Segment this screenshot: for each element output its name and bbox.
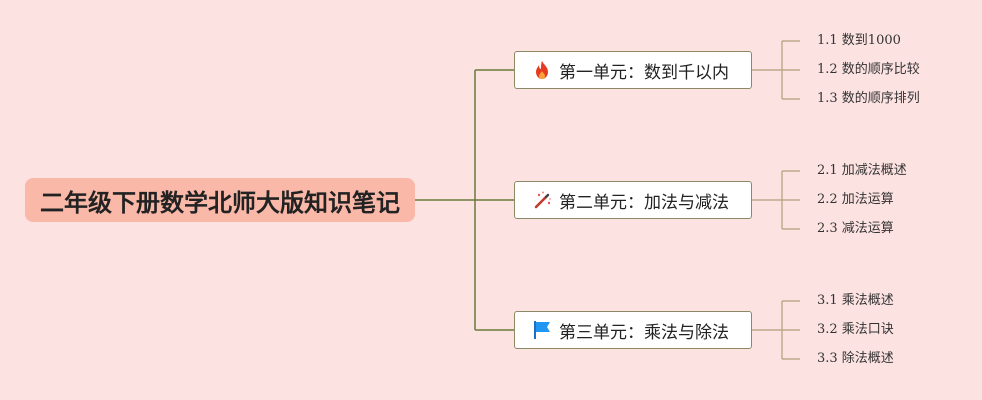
leaf-3-3[interactable]: 3.3 除法概述 [817, 351, 894, 366]
branch-node-3[interactable]: 第三单元：乘法与除法 [514, 311, 752, 349]
leaf-group-3-connector [752, 300, 800, 360]
leaf-2-1[interactable]: 2.1 加减法概述 [817, 163, 907, 178]
branch-node-1[interactable]: 第一单元：数到千以内 [514, 51, 752, 89]
leaf-3-2[interactable]: 3.2 乘法口诀 [817, 322, 894, 337]
branch-node-2[interactable]: 第二单元：加法与减法 [514, 181, 752, 219]
leaf-group-2-connector [752, 170, 800, 230]
root-node[interactable]: 二年级下册数学北师大版知识笔记 [25, 178, 415, 222]
leaf-group-1-connector [752, 40, 800, 100]
magic-wand-icon [531, 189, 553, 211]
branch-label-3: 第三单元：乘法与除法 [559, 322, 729, 343]
root-title: 二年级下册数学北师大版知识笔记 [40, 188, 400, 217]
leaf-2-3[interactable]: 2.3 减法运算 [817, 221, 894, 236]
leaf-1-1[interactable]: 1.1 数到1000 [817, 33, 901, 48]
leaf-3-1[interactable]: 3.1 乘法概述 [817, 293, 894, 308]
leaf-1-2[interactable]: 1.2 数的顺序比较 [817, 62, 920, 77]
flag-icon [531, 319, 553, 341]
leaf-1-3[interactable]: 1.3 数的顺序排列 [817, 91, 920, 106]
branch-label-2: 第二单元：加法与减法 [559, 192, 729, 213]
fire-icon [531, 59, 553, 81]
branch-label-1: 第一单元：数到千以内 [559, 62, 729, 83]
leaf-2-2[interactable]: 2.2 加法运算 [817, 192, 894, 207]
